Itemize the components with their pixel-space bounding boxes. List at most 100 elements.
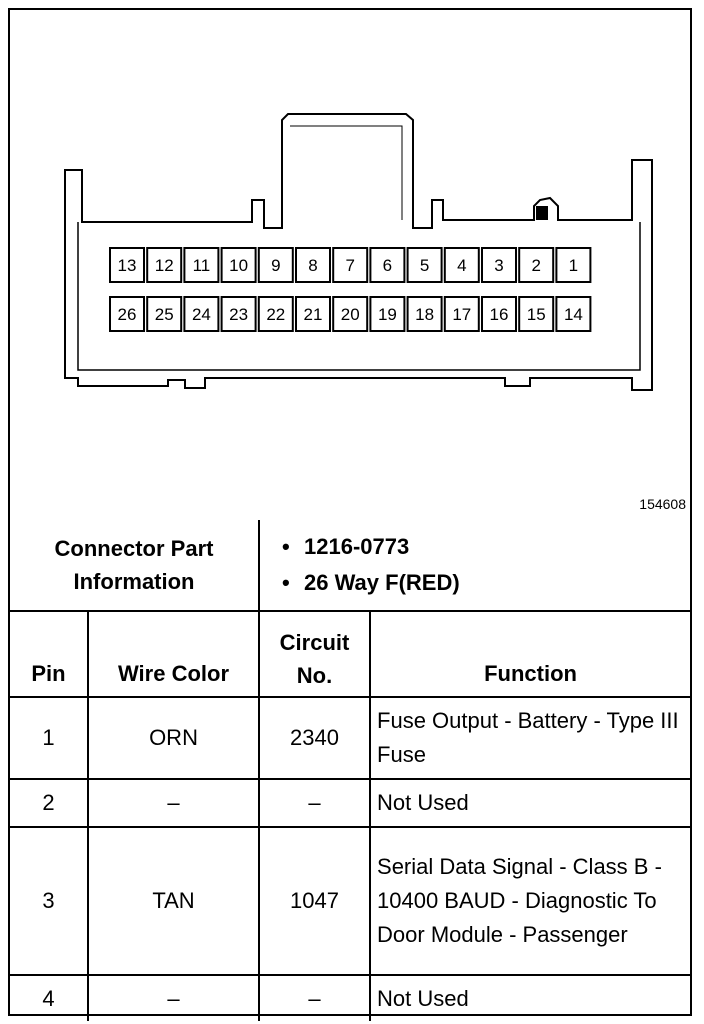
function-cell: Fuse Output - Battery - Type III Fuse bbox=[369, 696, 691, 780]
pin-number-label: 17 bbox=[452, 305, 471, 324]
connector-type: •26 Way F(RED) bbox=[282, 565, 690, 601]
pin-number-label: 5 bbox=[420, 256, 429, 275]
pin-cavity-box bbox=[555, 296, 592, 332]
pin-number-label: 15 bbox=[527, 305, 546, 324]
figure-id: 154608 bbox=[639, 496, 686, 512]
pin-cavity-box bbox=[369, 247, 406, 283]
wire-color-cell: – bbox=[86, 974, 261, 1021]
latch-marker bbox=[536, 206, 548, 220]
pin-number-label: 11 bbox=[193, 256, 211, 275]
pin-cavity-3: 3 bbox=[481, 247, 517, 283]
pin-cavity-box bbox=[109, 296, 145, 332]
pin-cavity-26: 26 bbox=[109, 296, 145, 332]
pin-cavity-6: 6 bbox=[369, 247, 406, 283]
pin-cavity-12: 12 bbox=[146, 247, 183, 283]
pin-cavity-23: 23 bbox=[220, 296, 257, 332]
pin-cavity-box bbox=[109, 247, 145, 283]
pin-cavity-box bbox=[146, 247, 183, 283]
pin-number-label: 23 bbox=[229, 305, 248, 324]
pin-cavity-box bbox=[443, 296, 480, 332]
pin-cavity-box bbox=[443, 247, 480, 283]
pin-cavity-box bbox=[332, 247, 369, 283]
pin-number-label: 6 bbox=[383, 256, 392, 275]
pin-number-label: 3 bbox=[494, 256, 503, 275]
pin-cavity-14: 14 bbox=[555, 296, 592, 332]
part-info-row: Connector Part Information •1216-0773 •2… bbox=[10, 520, 691, 612]
pin-cavity-box bbox=[183, 247, 220, 283]
pin-number-label: 1 bbox=[569, 256, 578, 275]
pin-cavity-17: 17 bbox=[443, 296, 480, 332]
pin-cavity-box bbox=[146, 296, 183, 332]
bullet-icon: • bbox=[282, 570, 290, 595]
pin-cavity-21: 21 bbox=[295, 296, 331, 332]
pin-number-label: 18 bbox=[415, 305, 434, 324]
pin-number-label: 2 bbox=[531, 256, 540, 275]
pin-number-label: 12 bbox=[155, 256, 174, 275]
pin-number-label: 22 bbox=[266, 305, 285, 324]
circuit-cell: 2340 bbox=[258, 696, 372, 780]
pin-number-label: 21 bbox=[304, 305, 323, 324]
pin-cavity-5: 5 bbox=[406, 247, 443, 283]
pin-cavity-8: 8 bbox=[295, 247, 331, 283]
pin-cavity-box bbox=[257, 296, 294, 332]
pin-cavity-box bbox=[369, 296, 406, 332]
function-cell: Not Used bbox=[369, 778, 691, 828]
table-row: 3 TAN 1047 Serial Data Signal - Class B … bbox=[10, 826, 691, 976]
pin-cell: 3 bbox=[10, 826, 89, 976]
header-circuit: Circuit No. bbox=[258, 610, 372, 698]
pin-number-label: 10 bbox=[229, 256, 248, 275]
pin-cavity-box bbox=[406, 296, 443, 332]
connector-inner-ledge bbox=[77, 222, 641, 371]
pin-number-label: 7 bbox=[345, 256, 354, 275]
pin-cavity-box bbox=[481, 296, 517, 332]
pin-cavity-19: 19 bbox=[369, 296, 406, 332]
table-row: 2 – – Not Used bbox=[10, 778, 691, 828]
pin-number-label: 26 bbox=[118, 305, 137, 324]
circuit-cell: – bbox=[258, 778, 372, 828]
pin-cavity-18: 18 bbox=[406, 296, 443, 332]
pin-number-label: 20 bbox=[341, 305, 360, 324]
pin-cavity-10: 10 bbox=[220, 247, 257, 283]
pin-cavity-2: 2 bbox=[518, 247, 555, 283]
function-cell: Not Used bbox=[369, 974, 691, 1021]
pinout-table: Connector Part Information •1216-0773 •2… bbox=[10, 520, 691, 1021]
pin-cavity-13: 13 bbox=[109, 247, 145, 283]
wire-color-cell: ORN bbox=[86, 696, 261, 780]
pin-cavity-7: 7 bbox=[332, 247, 369, 283]
pin-cavity-4: 4 bbox=[443, 247, 480, 283]
pin-cavity-box bbox=[295, 296, 331, 332]
pin-number-label: 25 bbox=[155, 305, 174, 324]
pin-cavity-15: 15 bbox=[518, 296, 555, 332]
circuit-cell: 1047 bbox=[258, 826, 372, 976]
wire-color-cell: – bbox=[86, 778, 261, 828]
bullet-icon: • bbox=[282, 534, 290, 559]
pin-cavity-24: 24 bbox=[183, 296, 220, 332]
pin-cavity-box bbox=[183, 296, 220, 332]
header-row: Pin Wire Color Circuit No. Function bbox=[10, 610, 691, 698]
pin-cavity-box bbox=[257, 247, 294, 283]
pin-cavity-box bbox=[518, 247, 555, 283]
pin-cell: 1 bbox=[10, 696, 89, 780]
pin-number-label: 14 bbox=[564, 305, 583, 324]
function-cell: Serial Data Signal - Class B - 10400 BAU… bbox=[369, 826, 691, 976]
pin-cavity-box bbox=[555, 247, 592, 283]
pin-number-label: 24 bbox=[192, 305, 211, 324]
circuit-cell: – bbox=[258, 974, 372, 1021]
part-number: •1216-0773 bbox=[282, 529, 690, 565]
pin-number-label: 13 bbox=[118, 256, 137, 275]
pin-cell: 2 bbox=[10, 778, 89, 828]
pin-cavity-box bbox=[220, 247, 257, 283]
pin-number-label: 8 bbox=[308, 256, 317, 275]
pin-cavity-box bbox=[220, 296, 257, 332]
pin-cavity-box bbox=[406, 247, 443, 283]
pin-cavity-box bbox=[481, 247, 517, 283]
pin-cavity-22: 22 bbox=[257, 296, 294, 332]
pin-number-label: 9 bbox=[271, 256, 280, 275]
top-tab bbox=[290, 125, 403, 220]
pin-number-label: 4 bbox=[457, 256, 466, 275]
header-wire-color: Wire Color bbox=[86, 610, 261, 698]
pin-cavity-25: 25 bbox=[146, 296, 183, 332]
